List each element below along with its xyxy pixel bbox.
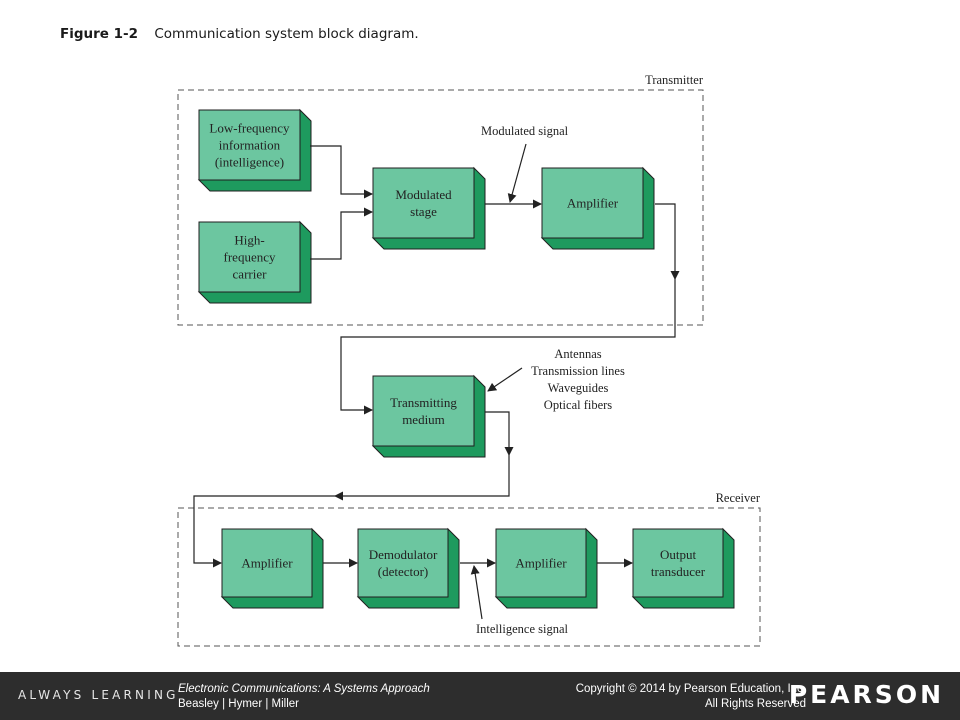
figure-title: Communication system block diagram. — [154, 26, 419, 42]
tx-amplifier-block: Amplifier — [540, 166, 655, 250]
transmitter-boundary — [177, 89, 704, 326]
demodulator-block: Demodulator (detector) — [356, 527, 460, 609]
block-label-line: information — [219, 138, 281, 153]
block-label-line: Amplifier — [515, 556, 567, 571]
tagline: ALWAYS LEARNING — [18, 688, 179, 702]
block-face — [495, 528, 587, 598]
rights-text: All Rights Reserved — [705, 698, 806, 710]
block-label-line: High- — [234, 233, 264, 248]
medium-type-waveguides: Waveguides — [548, 381, 609, 395]
publisher-logo: PEARSON — [788, 680, 944, 709]
block-label-line: frequency — [224, 250, 276, 265]
block-label-line: Transmitting — [390, 395, 457, 410]
block-face — [198, 109, 301, 181]
intelligence-signal-label: Intelligence signal — [476, 622, 569, 636]
tx-output-line — [340, 279, 676, 415]
block-label-line: Amplifier — [241, 556, 293, 571]
medium-type-antennas: Antennas — [554, 347, 601, 361]
block-label-line: transducer — [651, 564, 706, 579]
rx-amplifier-in-block: Amplifier — [220, 527, 324, 609]
medium-types-pointer — [487, 367, 523, 392]
receiver-boundary — [177, 507, 761, 647]
info-to-modulator-arrow — [310, 145, 373, 199]
blocks-layer: Low-frequency information (intelligence) Hi… — [197, 108, 735, 609]
block-face — [541, 167, 644, 239]
block-face — [198, 221, 301, 293]
copyright-text: Copyright © 2014 by Pearson Education, I… — [575, 683, 806, 695]
block-label-line: Demodulator — [369, 547, 438, 562]
high-frequency-carrier-block: High-frequency carrier — [197, 220, 312, 304]
block-label-line: Low-frequency — [209, 121, 290, 136]
modulated-signal-pointer — [507, 143, 527, 203]
connectors-layer — [193, 143, 680, 620]
book-title: Electronic Communications: A Systems App… — [178, 683, 430, 695]
transmitting-medium-block: Transmitting medium — [371, 374, 486, 458]
block-label-line: (intelligence) — [215, 155, 284, 170]
rx-amplifier-out-block: Amplifier — [494, 527, 598, 609]
book-info: Electronic Communications: A Systems App… — [178, 682, 430, 712]
amplifier-to-medium-arrow — [655, 203, 680, 280]
modulated-stage-block: Modulated stage — [371, 166, 486, 250]
block-label-line: Amplifier — [567, 196, 619, 211]
book-authors: Beasley | Hymer | Miller — [178, 698, 299, 710]
block-face — [221, 528, 313, 598]
figure-number: Figure 1-2 — [60, 26, 139, 42]
medium-type-transmission-lines: Transmission lines — [531, 364, 625, 378]
block-face — [357, 528, 449, 598]
block-label-line: Output — [660, 547, 697, 562]
block-label-line: carrier — [233, 267, 268, 282]
modulated-signal-label: Modulated signal — [481, 124, 569, 138]
output-transducer-block: Output transducer — [631, 527, 735, 609]
medium-types-list: Antennas Transmission lines Waveguides O… — [531, 347, 625, 412]
carrier-to-modulator-arrow — [310, 207, 373, 260]
figure-caption: Figure 1-2 Communication system block di… — [60, 26, 419, 42]
rx-input-line — [193, 495, 335, 568]
medium-output-line — [334, 455, 510, 501]
medium-to-receiver-arrow — [485, 411, 514, 456]
block-diagram: Transmitter Receiver Low-frequency inform… — [177, 73, 761, 647]
block-label-line: Modulated — [395, 187, 452, 202]
block-label-line: (detector) — [378, 564, 429, 579]
block-label-line: medium — [402, 412, 445, 427]
block-face — [372, 375, 475, 447]
footer-bar: ALWAYS LEARNING Electronic Communication… — [0, 672, 960, 720]
block-label-line: stage — [410, 204, 437, 219]
intelligence-signal-pointer — [470, 565, 483, 620]
low-frequency-info-block: Low-frequency information (intelligence) — [197, 108, 312, 192]
receiver-label: Receiver — [716, 491, 761, 505]
transmitter-label: Transmitter — [645, 73, 704, 87]
block-face — [372, 167, 475, 239]
block-face — [632, 528, 724, 598]
medium-type-optical-fibers: Optical fibers — [544, 398, 613, 412]
copyright-info: Copyright © 2014 by Pearson Education, I… — [576, 682, 806, 712]
